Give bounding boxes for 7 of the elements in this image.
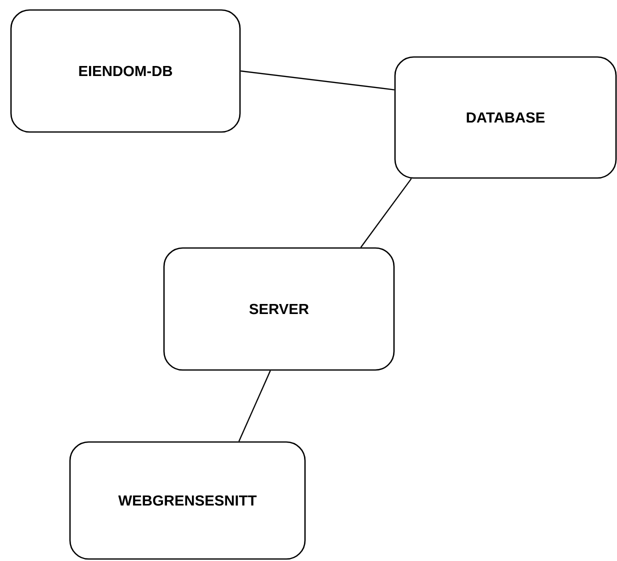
rounded-box: SERVER bbox=[163, 247, 395, 371]
rounded-box: WEBGRENSESNITT bbox=[69, 441, 306, 560]
connector-line bbox=[240, 70, 394, 90]
connector-line bbox=[238, 370, 271, 442]
connector-line bbox=[360, 178, 412, 248]
rounded-box: DATABASE bbox=[394, 56, 617, 179]
rounded-box: EIENDOM-DB bbox=[10, 9, 241, 133]
